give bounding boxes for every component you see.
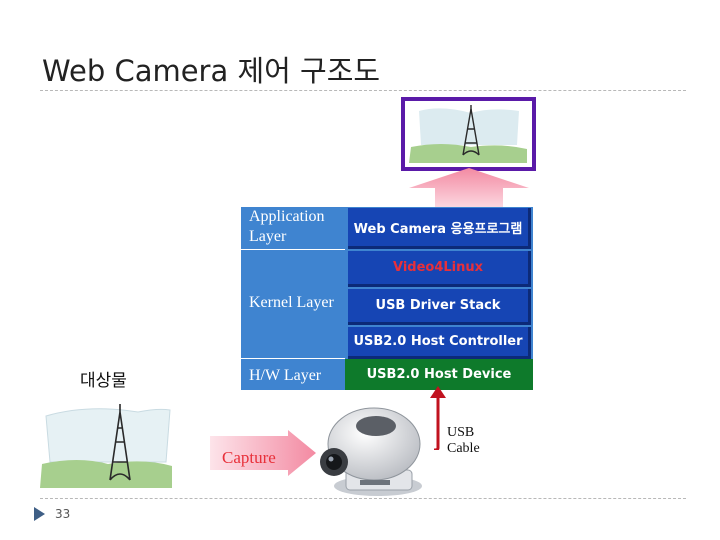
application-layer-bg: Application Layer — [241, 207, 345, 249]
web-camera-icon — [320, 407, 422, 496]
capture-label: Capture — [222, 448, 276, 467]
video4linux-label: Video4Linux — [392, 260, 484, 275]
hw-layer-label: H/W Layer — [249, 367, 322, 384]
kernel-layer-bg: Kernel Layer — [241, 250, 345, 358]
capture-arrow-icon — [210, 430, 316, 476]
usb-driver-stack-box: USB Driver Stack — [348, 289, 531, 325]
host-controller-box: USB2.0 Host Controller — [348, 327, 531, 359]
footer-divider — [40, 498, 686, 499]
target-label: 대상물 — [80, 371, 127, 391]
monitor-frame — [401, 97, 536, 171]
kernel-layer-label: Kernel Layer — [249, 294, 334, 311]
app-program-box: Web Camera 응용프로그램 — [348, 208, 531, 249]
application-layer-label: Application Layer — [249, 208, 325, 245]
app-program-label: Web Camera 응용프로그램 — [353, 221, 523, 237]
eiffel-tower-target-picture — [40, 404, 172, 488]
page-number: 33 — [55, 507, 71, 521]
usb-cable-label: USB Cable — [447, 425, 480, 456]
slide-title: Web Camera 제어 구조도 — [42, 54, 381, 88]
hw-layer-bg: H/W Layer — [241, 359, 345, 390]
host-device-label: USB2.0 Host Device — [366, 367, 512, 382]
video4linux-box: Video4Linux — [348, 251, 531, 287]
title-divider — [40, 90, 686, 91]
host-controller-label: USB2.0 Host Controller — [353, 334, 523, 349]
up-arrow-icon — [409, 168, 529, 208]
usb-driver-stack-label: USB Driver Stack — [375, 298, 501, 313]
usb-cable-arrow — [430, 386, 446, 450]
play-bullet-icon — [34, 507, 45, 521]
eiffel-tower-picture — [405, 101, 532, 167]
host-device-box: USB2.0 Host Device — [345, 359, 533, 390]
